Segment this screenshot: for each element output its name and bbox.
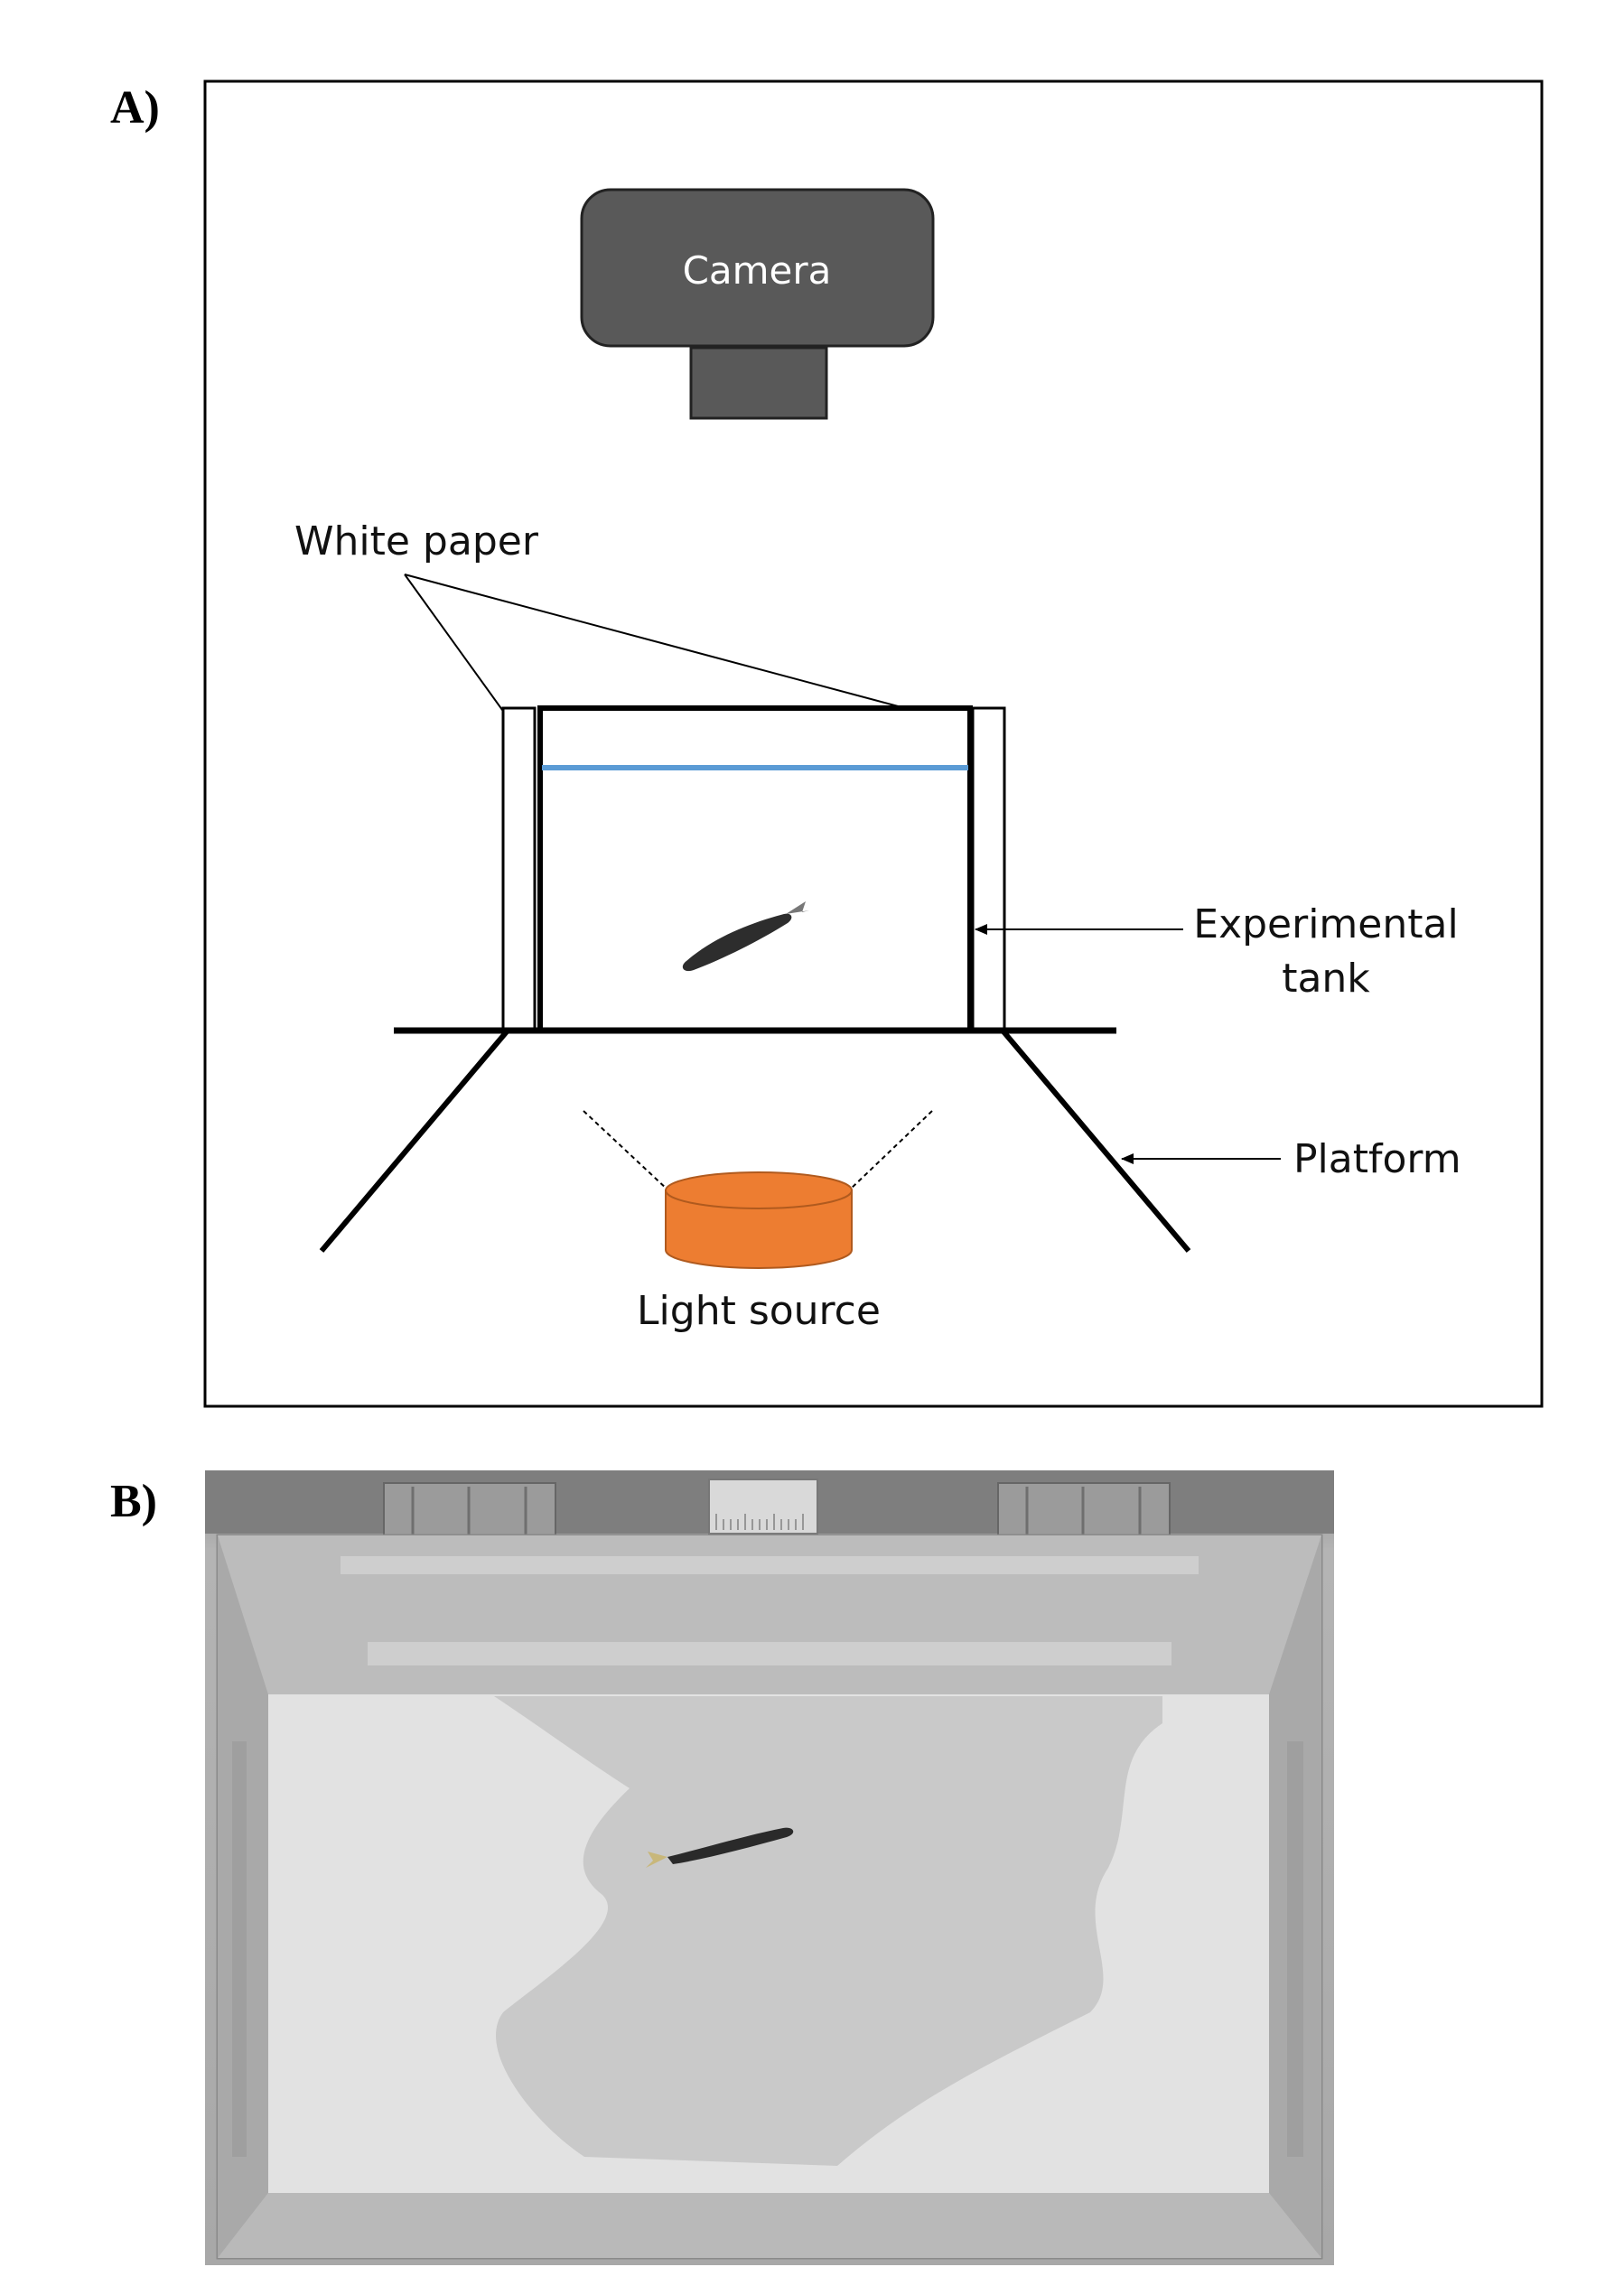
platform-leg-left — [319, 1029, 510, 1253]
panel-b-label: B) — [110, 1476, 157, 1527]
white-paper-strip-left — [501, 706, 537, 1032]
fish-icon — [682, 901, 809, 972]
white-paper-label: White paper — [294, 518, 539, 564]
platform — [319, 1027, 1191, 1253]
fish-photo-icon — [646, 1827, 794, 1868]
setup-diagram: Camera White paper Experimental tank Pla… — [203, 79, 1544, 1408]
camera-body — [580, 188, 935, 348]
experimental-tank-label-line1: Experimental — [1193, 901, 1458, 947]
platform-leg-right — [1000, 1029, 1191, 1253]
camera-lens — [689, 346, 828, 420]
camera-label: Camera — [683, 248, 832, 293]
panel-a-label: A) — [110, 82, 160, 134]
white-paper-arrow-right — [404, 574, 980, 731]
platform-label: Platform — [1293, 1136, 1461, 1182]
experimental-tank-label-line2: tank — [1282, 956, 1370, 1002]
light-source-icon — [583, 1110, 933, 1269]
tank-photo — [205, 1470, 1334, 2265]
light-beam-right — [848, 1110, 933, 1191]
white-paper-strip-right — [971, 706, 1006, 1032]
light-beam-left — [583, 1110, 669, 1191]
camera-icon: Camera — [580, 188, 935, 420]
ruler — [708, 1479, 818, 1535]
experimental-tank — [537, 705, 973, 1033]
diagram-frame — [203, 79, 1544, 1408]
light-source-label: Light source — [637, 1288, 881, 1334]
